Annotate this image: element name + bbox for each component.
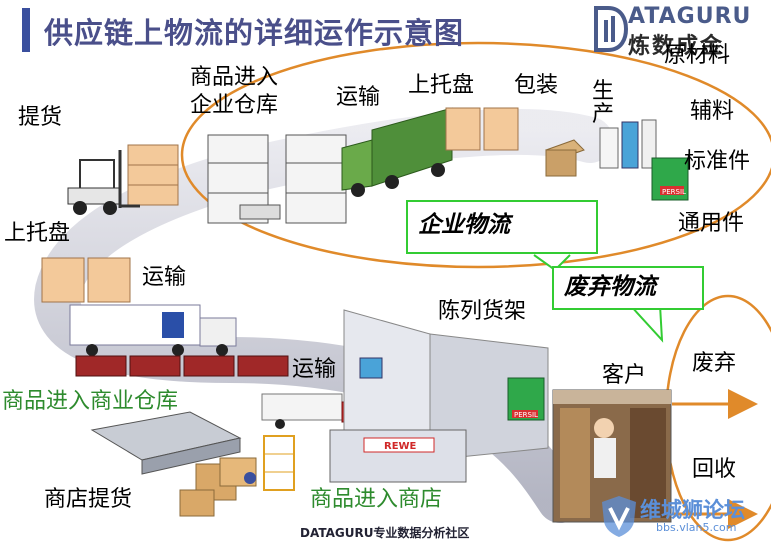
label-auxiliary: 辅料: [690, 99, 735, 124]
label-transport-low: 运输: [292, 357, 337, 382]
watermark-url: bbs.vlan5.com: [656, 521, 737, 534]
persil-label-top: PERSIL: [662, 188, 686, 196]
label-goods-into-store: 商品进入商店: [310, 487, 443, 512]
train-illustration: [75, 355, 289, 377]
label-raw-materials: 原材料: [664, 43, 731, 68]
footer-text: DATAGURU专业数据分析社区: [300, 526, 470, 540]
label-waste: 废弃: [692, 351, 737, 376]
pallet-stack-top: [445, 107, 519, 151]
enterprise-logistics-ellipse: [180, 41, 771, 269]
logo-d-icon: [594, 6, 628, 52]
waste-callout-tail: [629, 304, 664, 343]
white-truck-illustration: [69, 304, 237, 356]
logo-text-top: ATAGURU: [628, 4, 752, 29]
callout-waste-logistics: 废弃物流: [552, 266, 704, 310]
rewe-sign: REWE: [384, 441, 417, 452]
green-truck-illustration: [341, 107, 453, 197]
products-illustration: PERSIL: [599, 119, 689, 201]
label-palletize-top: 上托盘: [408, 73, 475, 98]
label-production: 生 产: [592, 79, 615, 128]
store-pickup-illustration: [179, 435, 295, 517]
label-palletize-left: 上托盘: [4, 221, 71, 246]
dataguru-logo: ATAGURU 炼数成金: [594, 4, 754, 59]
label-display-shelf: 陈列货架: [438, 299, 527, 324]
label-store-pickup: 商店提货: [44, 487, 133, 512]
display-shelf-illustration: PERSIL: [343, 309, 549, 461]
commercial-warehouse-illustration: [90, 411, 242, 475]
callout-waste-logistics-text: 废弃物流: [564, 273, 656, 300]
label-transport-mid: 运输: [142, 265, 187, 290]
logo-text-bottom: 炼数成金: [628, 34, 725, 59]
label-general-parts: 通用件: [678, 211, 745, 236]
enterprise-warehouse-illustration: [207, 134, 347, 224]
label-pickup: 提货: [18, 105, 63, 130]
page-title: 供应链上物流的详细运作示意图: [44, 16, 465, 50]
label-transport-top: 运输: [336, 85, 381, 110]
forklift-illustration: [67, 144, 179, 215]
label-standard-parts: 标准件: [684, 149, 751, 174]
watermark-shield-icon: [602, 496, 636, 537]
callout-enterprise-logistics: 企业物流: [406, 200, 598, 254]
callout-enterprise-logistics-text: 企业物流: [418, 211, 510, 238]
title-accent-bar: [22, 8, 30, 52]
watermark: 维城狮论坛 bbs.vlan5.com: [600, 494, 768, 540]
label-recycle: 回收: [692, 457, 737, 482]
package-box-illustration: [545, 139, 585, 177]
label-packaging: 包装: [514, 73, 559, 98]
store-illustration: REWE: [329, 429, 467, 483]
label-customer: 客户: [602, 363, 647, 388]
pallet-stack-left: [41, 257, 131, 303]
persil-label-shelf: PERSIL: [514, 411, 538, 419]
label-goods-into-commercial-warehouse: 商品进入商业仓库: [2, 389, 179, 414]
watermark-text: 维城狮论坛: [640, 498, 745, 522]
label-goods-into-enterprise-warehouse: 商品进入 企业仓库: [190, 65, 279, 118]
